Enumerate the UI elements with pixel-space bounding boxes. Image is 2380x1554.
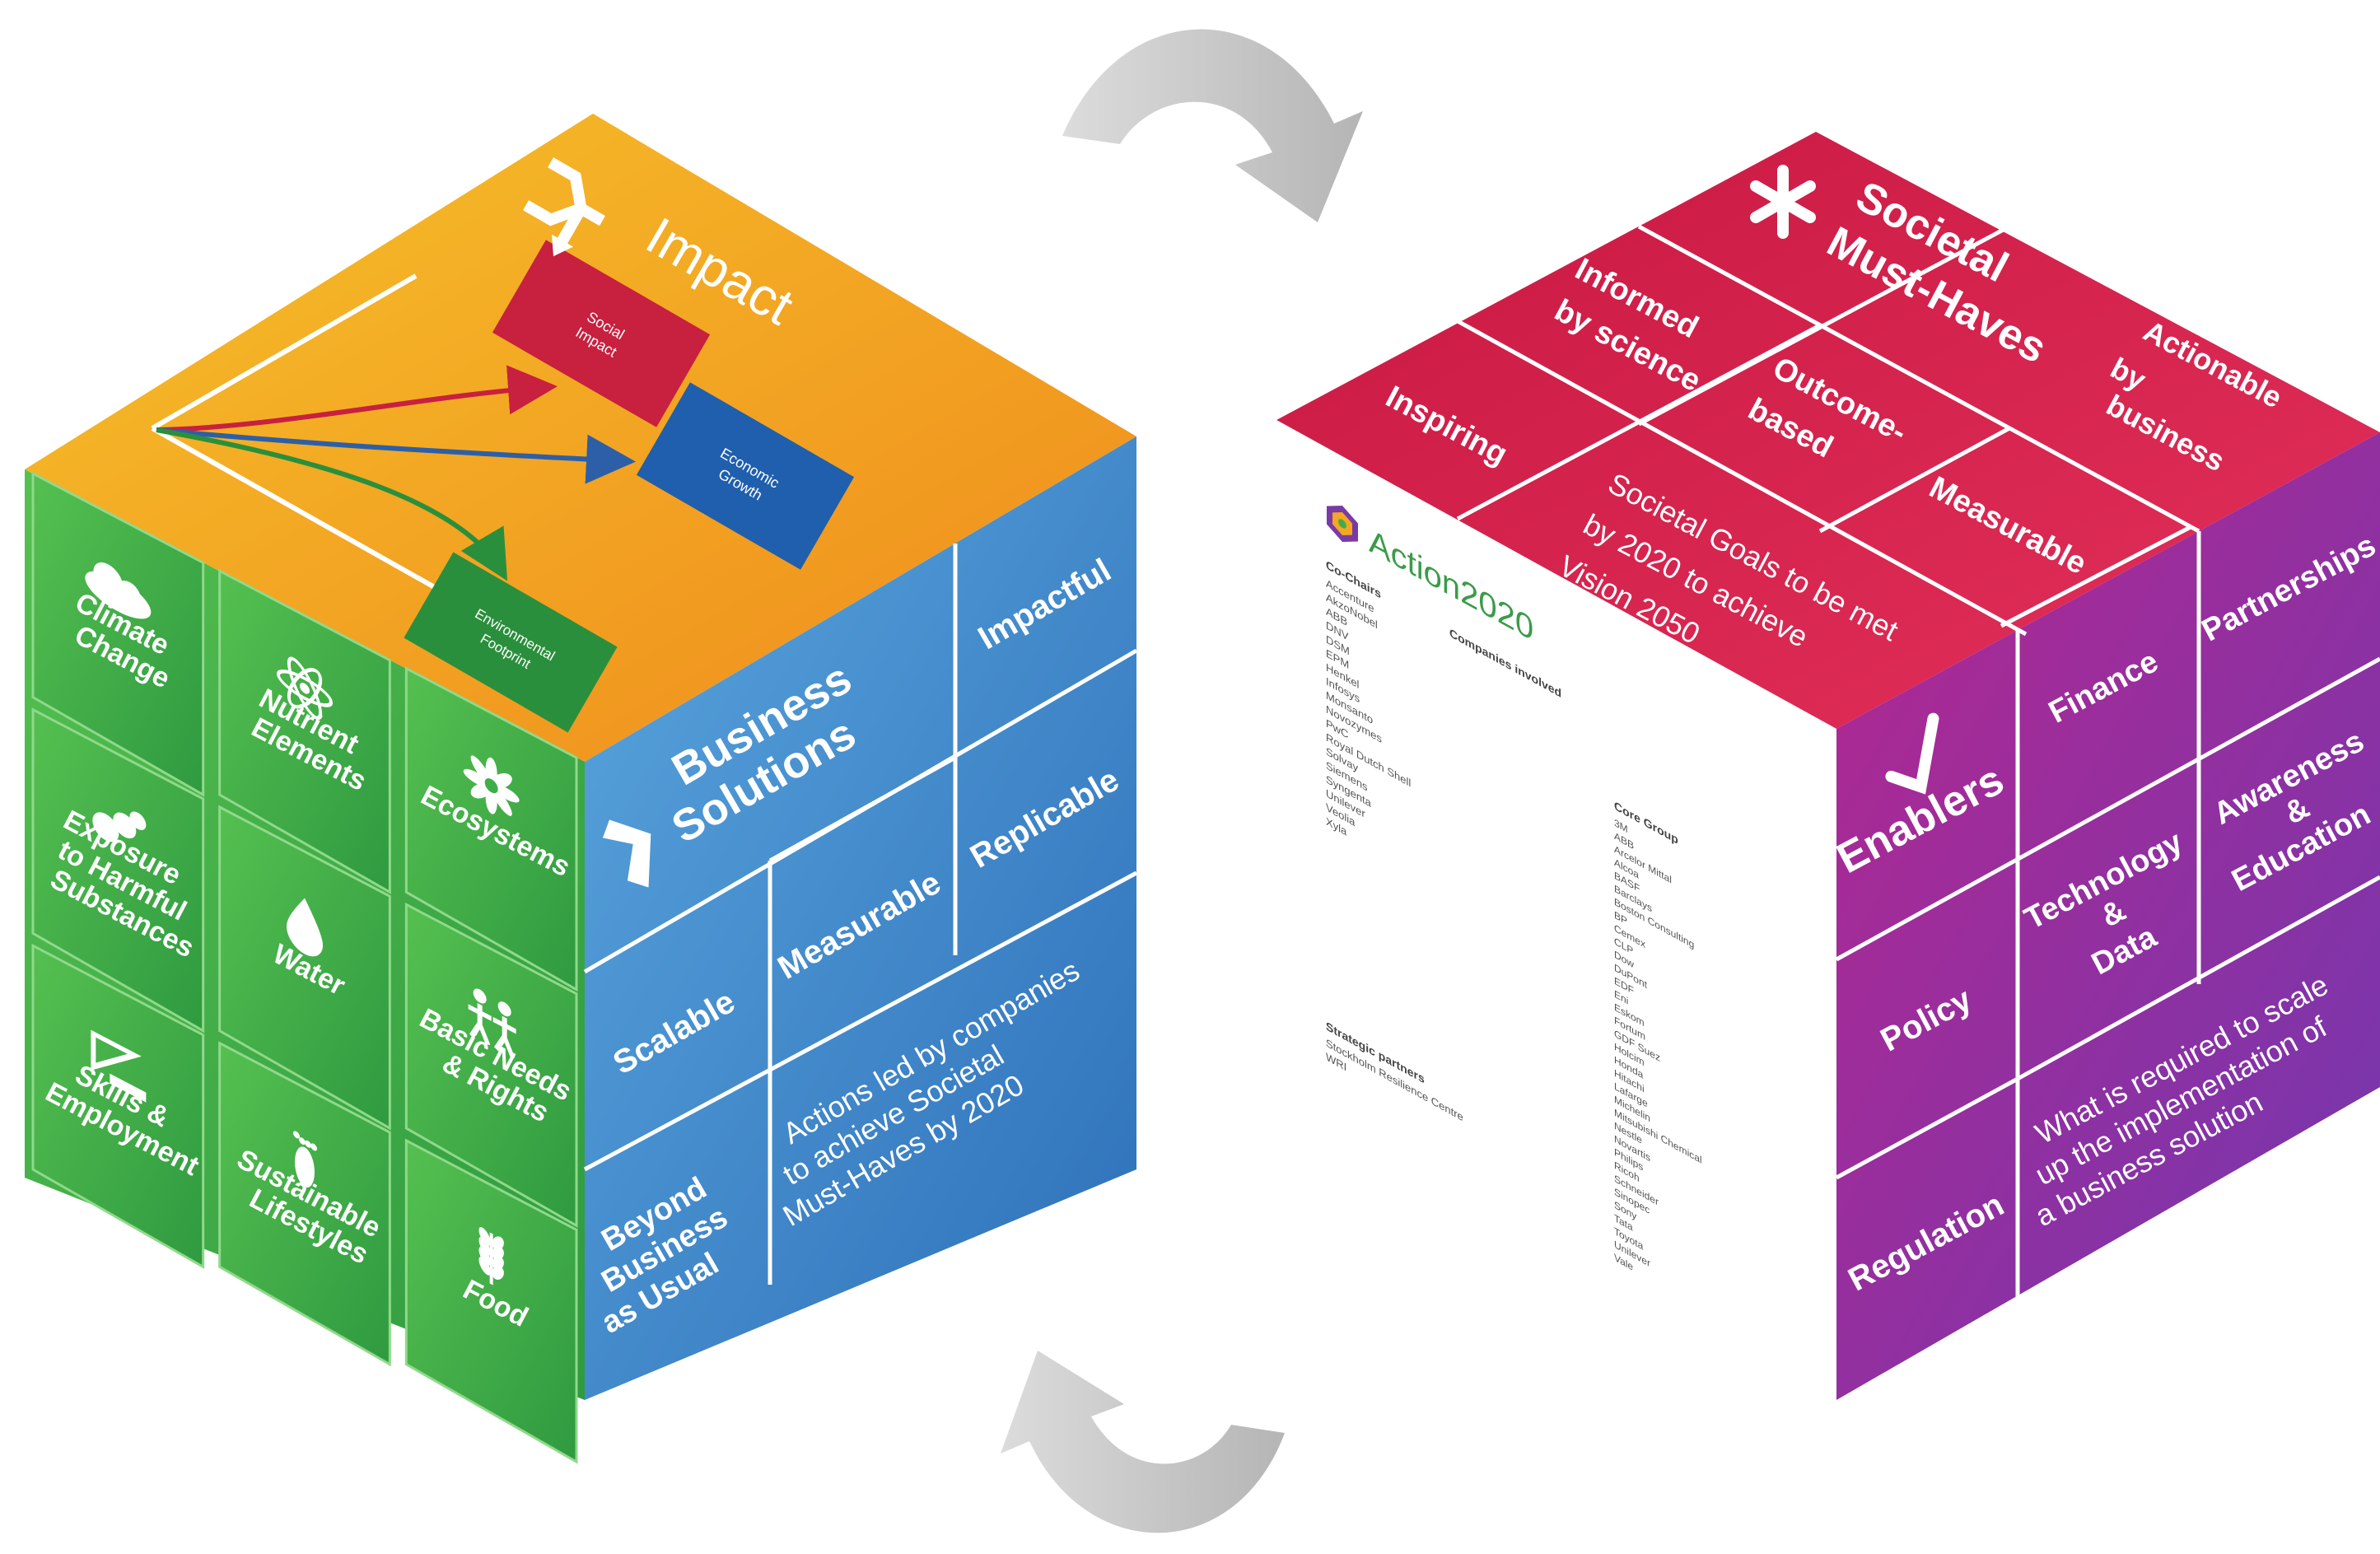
business-solutions-face — [585, 436, 1136, 1400]
ruler-icon — [91, 1029, 147, 1103]
action2020-logo-icon — [1327, 505, 1358, 542]
impact-area-tile: Water — [218, 805, 391, 1131]
checkmark-icon — [1885, 712, 1939, 795]
economic-growth-box: Economic Growth — [636, 382, 855, 570]
purple-grid — [1835, 531, 2380, 1297]
blue-grid — [583, 544, 1138, 1285]
smoke-icon — [92, 811, 147, 842]
rotate-arrow-bottom-icon — [1001, 1351, 1285, 1533]
enablers-face — [1836, 432, 2380, 1400]
environmental-footprint-box: Environmental Footprint — [404, 552, 618, 733]
impact-area-tile: Skills &Employment — [31, 943, 205, 1269]
right-cube: Societal Must-Haves Informed by science … — [1276, 132, 2380, 1400]
impact-icon — [523, 157, 605, 257]
cloud-icon — [85, 562, 152, 619]
impact-area-tile: Ecosystems — [404, 666, 578, 992]
left-cube: ClimateChangeNutrientElementsEcosystemsE… — [25, 114, 1138, 1464]
red-grid — [1456, 224, 2200, 637]
atom-icon — [277, 656, 333, 721]
chevron-right-icon — [602, 819, 651, 888]
document-face — [1276, 420, 1836, 1400]
impact-area-tile: Food — [404, 1138, 578, 1464]
impact-face — [25, 114, 1136, 762]
impact-area-tile: Basic Needs& Rights — [404, 902, 578, 1228]
footprint-icon — [293, 1131, 317, 1188]
asterisk-icon — [1750, 165, 1816, 239]
wheat-icon — [478, 1227, 504, 1286]
people-icon — [468, 988, 516, 1058]
drop-icon — [287, 898, 323, 957]
rotate-arrow-top-icon — [1062, 29, 1363, 222]
societal-must-haves-face — [1276, 132, 2380, 729]
social-impact-box: Social Impact — [492, 240, 711, 427]
flower-icon — [463, 755, 520, 816]
